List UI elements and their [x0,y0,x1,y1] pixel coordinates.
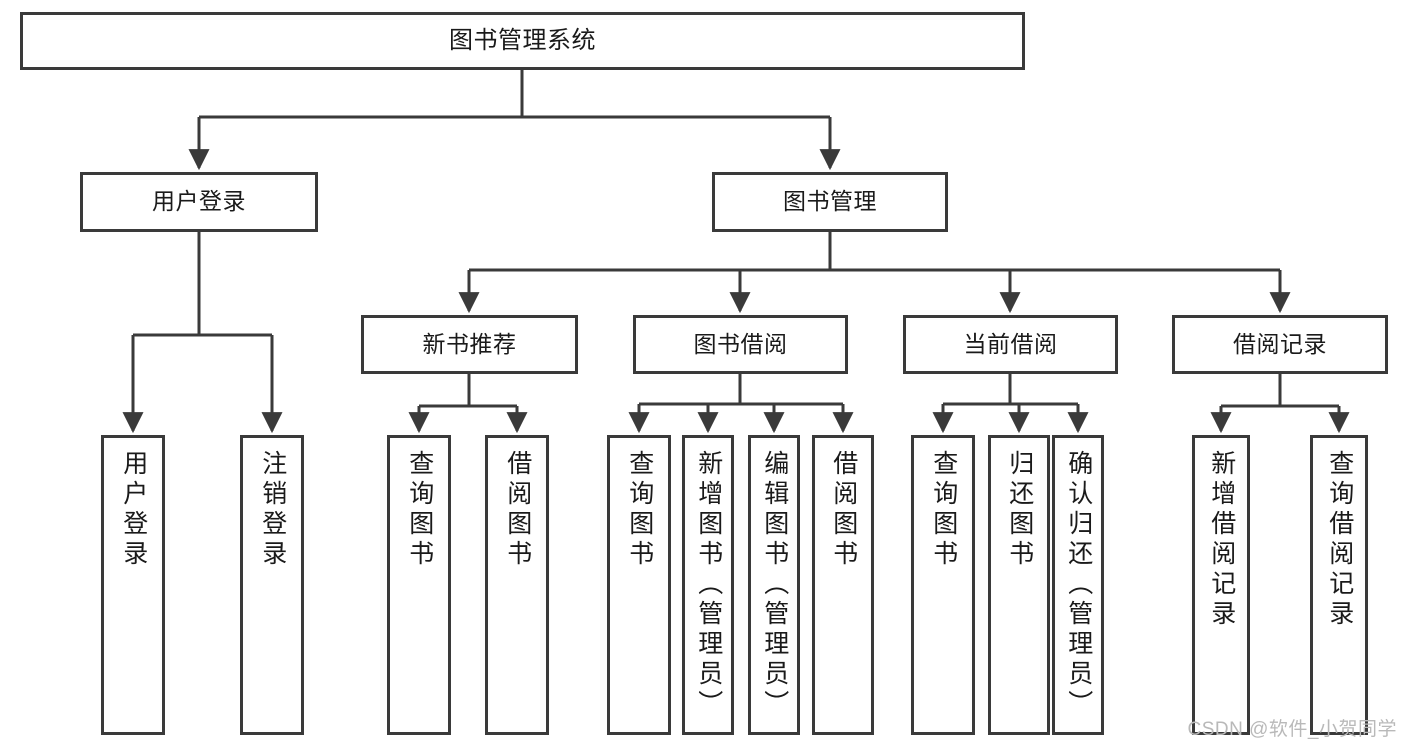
node-label: 查询图书 [405,450,434,570]
node-label: 借阅图书 [503,450,532,570]
node-leaf9[interactable]: 查询图书 [911,435,975,735]
node-label: 用户登录 [119,450,148,570]
node-leaf3[interactable]: 查询图书 [387,435,451,735]
node-leaf4[interactable]: 借阅图书 [485,435,549,735]
node-borrow[interactable]: 图书借阅 [633,315,848,374]
node-leaf8[interactable]: 借阅图书 [812,435,874,735]
node-label: 用户登录 [152,188,246,215]
node-current[interactable]: 当前借阅 [903,315,1118,374]
node-records[interactable]: 借阅记录 [1172,315,1388,374]
node-leaf5[interactable]: 查询图书 [607,435,671,735]
node-label: 图书借阅 [693,330,788,357]
node-label: 图书管理 [783,188,877,215]
node-label: 借阅记录 [1233,330,1327,357]
node-leaf12[interactable]: 新增借阅记录 [1192,435,1250,735]
watermark-text: CSDN @软件_小贺同学 [1187,719,1397,740]
node-label: 新增借阅记录 [1207,450,1236,630]
node-label: 图书管理系统 [449,26,596,54]
node-label: 查询图书 [929,450,958,570]
node-leaf7[interactable]: 编辑图书（管理员） [748,435,800,735]
node-newbook[interactable]: 新书推荐 [361,315,578,374]
node-root[interactable]: 图书管理系统 [20,12,1025,70]
node-label: 查询图书 [625,450,654,570]
node-bookmgmt[interactable]: 图书管理 [712,172,948,232]
node-label: 当前借阅 [963,330,1058,357]
node-label: 借阅图书 [829,450,858,570]
node-leaf2[interactable]: 注销登录 [240,435,304,735]
node-leaf10[interactable]: 归还图书 [988,435,1050,735]
node-label: 查询借阅记录 [1325,450,1354,630]
node-login[interactable]: 用户登录 [80,172,318,232]
node-label: 归还图书 [1005,450,1034,570]
node-label: 编辑图书（管理员） [760,450,789,720]
node-label: 新书推荐 [422,330,517,357]
node-label: 确认归还（管理员） [1064,450,1093,720]
node-leaf1[interactable]: 用户登录 [101,435,165,735]
node-leaf13[interactable]: 查询借阅记录 [1310,435,1368,735]
node-leaf11[interactable]: 确认归还（管理员） [1052,435,1104,735]
node-label: 注销登录 [258,450,287,570]
node-leaf6[interactable]: 新增图书（管理员） [682,435,734,735]
node-label: 新增图书（管理员） [694,450,723,720]
